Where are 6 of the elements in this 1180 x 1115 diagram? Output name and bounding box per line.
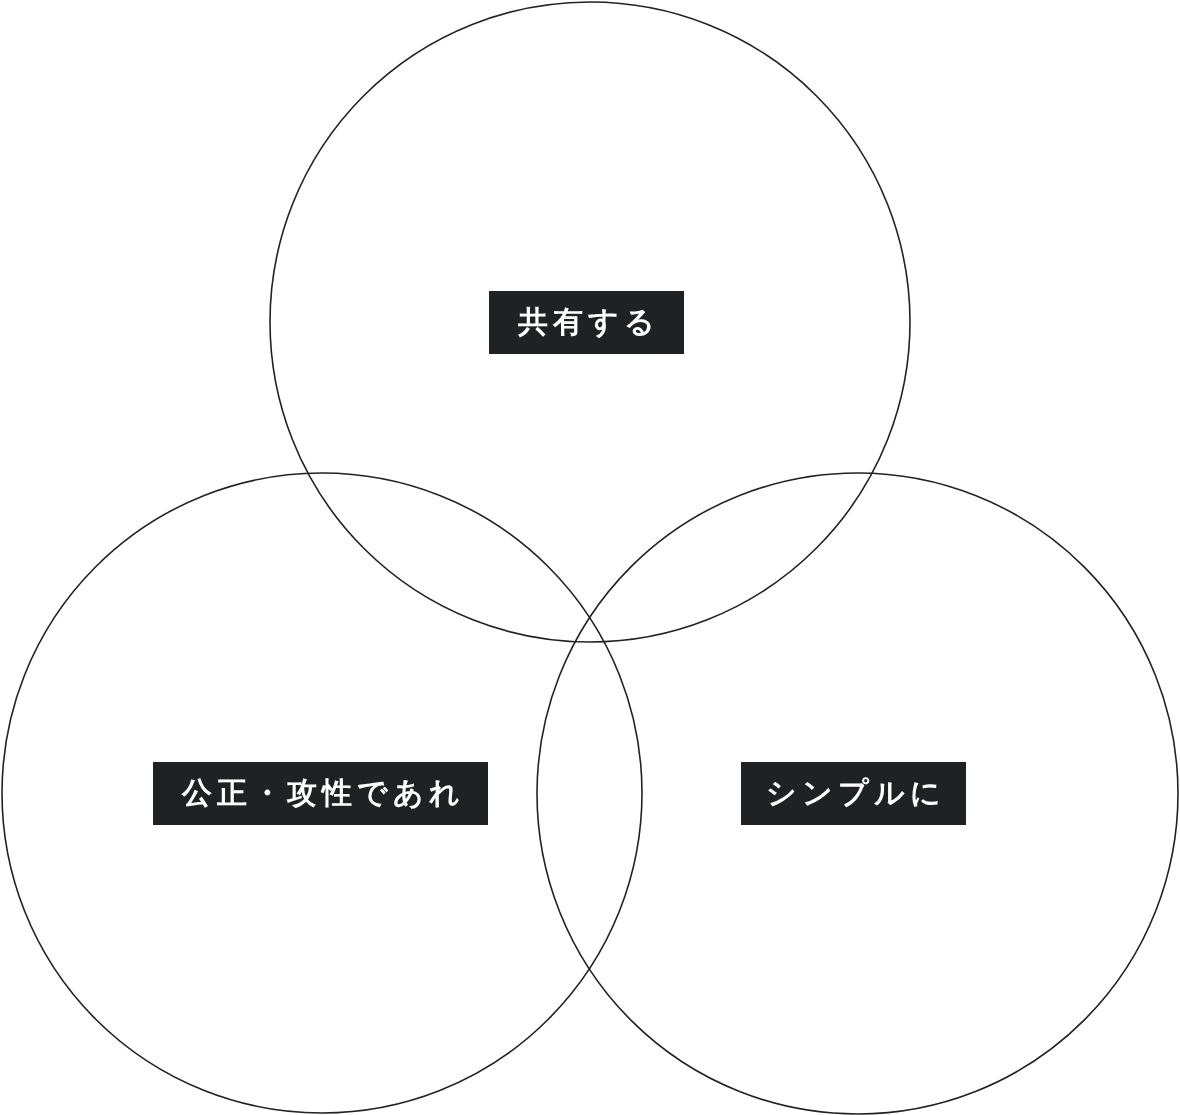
venn-circle — [268, 1, 911, 643]
venn-circle — [536, 471, 1179, 1115]
principle-label: 共有する — [489, 290, 684, 354]
venn-circle — [1, 472, 643, 1114]
principle-label: 公正・攻性であれ — [153, 762, 488, 825]
principle-label: シンプルに — [741, 762, 966, 825]
